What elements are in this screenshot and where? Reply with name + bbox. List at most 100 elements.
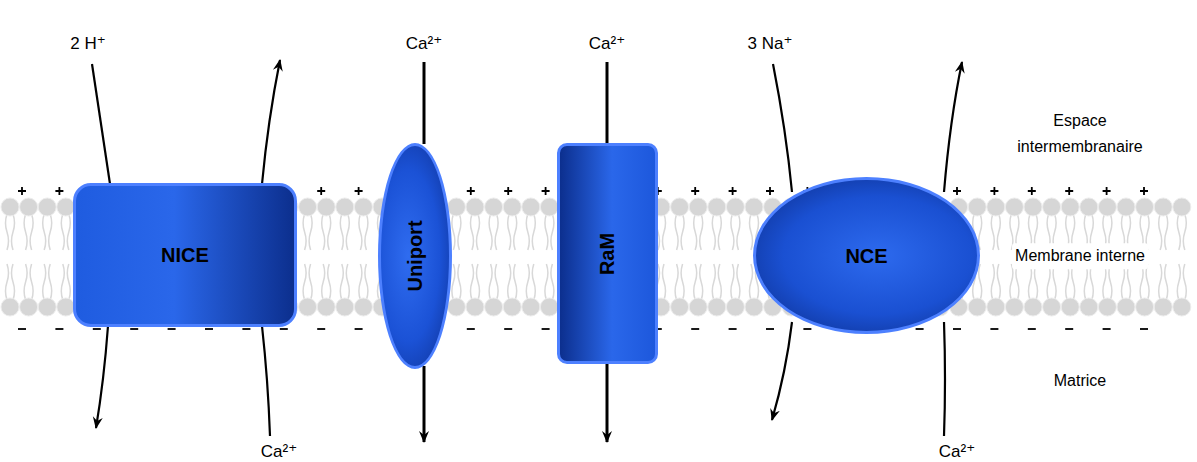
lipid-tail [526,214,529,250]
ion-label: Ca²⁺ [939,438,975,462]
lipid-head [1117,198,1135,216]
lipid-tail [1165,214,1168,250]
negative-charge [280,328,288,330]
lipid-tail [712,264,715,300]
lipid-head [485,298,503,316]
lipid-tail [495,214,498,250]
lipid-tail [49,264,52,300]
positive-charge [766,187,774,195]
lipid-tail [1066,264,1069,300]
lipid-tail [359,214,362,250]
lipid-tail [1016,264,1019,300]
lipid-head [540,198,558,216]
lipid-head [20,298,38,316]
lipid-tail [340,264,343,300]
negative-charge [691,328,699,330]
lipid-head [1098,198,1116,216]
compartment-label: Matrice [1051,368,1109,394]
flux-arrow [262,60,280,184]
lipid-head [1005,198,1023,216]
lipid-head [1173,198,1191,216]
lipid-head [299,198,317,216]
lipid-tail [1047,264,1050,300]
negative-charge [504,328,512,330]
lipid-head [522,198,540,216]
lipid-tail [532,214,535,250]
lipid-tail [309,214,312,250]
lipid-tail [471,214,474,250]
negative-charge [542,328,550,330]
positive-charge [18,187,26,195]
lipid-head [20,198,38,216]
lipid-head [671,298,689,316]
lipid-tail [731,214,734,250]
lipid-tail [49,214,52,250]
lipid-head [1061,298,1079,316]
lipid-tail [508,214,511,250]
lipid-head [1024,198,1042,216]
lipid-tail [700,264,703,300]
lipid-tail [545,264,548,300]
lipid-tail [979,214,982,250]
negative-charge [467,328,475,330]
lipid-tail [471,264,474,300]
lipid-tail [514,264,517,300]
lipid-tail [67,264,70,300]
lipid-head [987,298,1005,316]
positive-charge [1103,187,1111,195]
lipid-tail [997,214,1000,250]
lipid-tail [61,264,64,300]
lipid-tail [303,214,306,250]
lipid-tail [489,214,492,250]
transporter-name: NCE [845,246,887,266]
negative-charge [317,328,325,330]
lipid-tail [328,214,331,250]
lipid-head [1173,298,1191,316]
lipid-head [354,198,372,216]
lipid-tail [1177,264,1180,300]
lipid-tail [712,214,715,250]
lipid-tail [694,264,697,300]
ion-label: Ca²⁺ [406,30,442,57]
ion-label: 2 H⁺ [70,30,105,57]
lipid-tail [346,264,349,300]
flux-arrow [262,326,270,436]
lipid-head [317,298,335,316]
positive-charge [317,187,325,195]
lipid-tail [30,264,33,300]
positive-charge [990,187,998,195]
lipid-head [1043,298,1061,316]
lipid-tail [1103,264,1106,300]
lipid-tail [979,264,982,300]
negative-charge [953,328,961,330]
lipid-head [1061,198,1079,216]
negative-charge [803,328,811,330]
lipid-head [299,298,317,316]
compartment-label: Espace intermembranaire [1007,108,1153,159]
flux-arrow [944,322,945,436]
lipid-head [466,198,484,216]
lipid-tail [750,214,753,250]
negative-charge [766,328,774,330]
exchanger-box: NICE [73,183,297,327]
compartment-label: Membrane interne [1012,243,1148,269]
lipid-tail [1140,264,1143,300]
lipid-tail [1159,264,1162,300]
lipid-head [336,298,354,316]
lipid-tail [30,214,33,250]
lipid-tail [458,264,461,300]
exchanger-ellipse: NCE [753,177,980,334]
negative-charge [18,328,26,330]
lipid-head [354,298,372,316]
lipid-tail [477,264,480,300]
lipid-tail [322,214,325,250]
ion-label: 3 Na⁺ [748,30,793,57]
flux-arrow [423,366,426,442]
lipid-tail [458,214,461,250]
positive-charge [1065,187,1073,195]
lipid-tail [675,264,678,300]
ion-label: Ca²⁺ [589,30,625,57]
negative-charge [93,328,101,330]
lipid-tail [551,264,554,300]
lipid-tail [1183,264,1186,300]
